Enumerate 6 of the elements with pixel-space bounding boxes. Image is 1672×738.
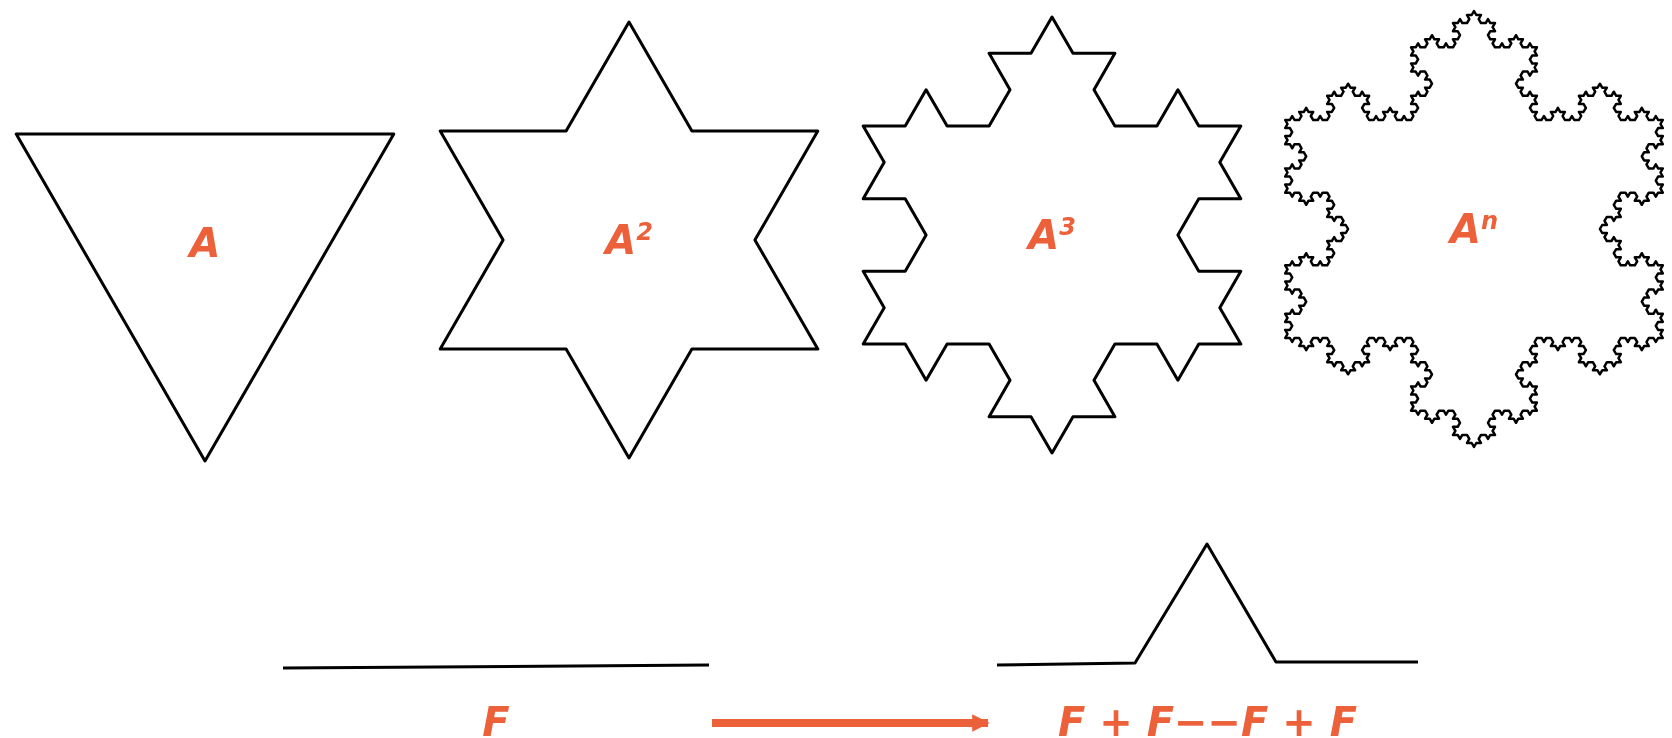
shape-label: A: [189, 223, 221, 263]
formula: F + F−−F + F: [1057, 702, 1358, 738]
shape-label: A$^{2}$: [605, 219, 653, 261]
shape-label: A$^{n}$: [1449, 208, 1499, 250]
formula: F: [482, 702, 510, 738]
shape-label: A$^{3}$: [1028, 214, 1076, 256]
